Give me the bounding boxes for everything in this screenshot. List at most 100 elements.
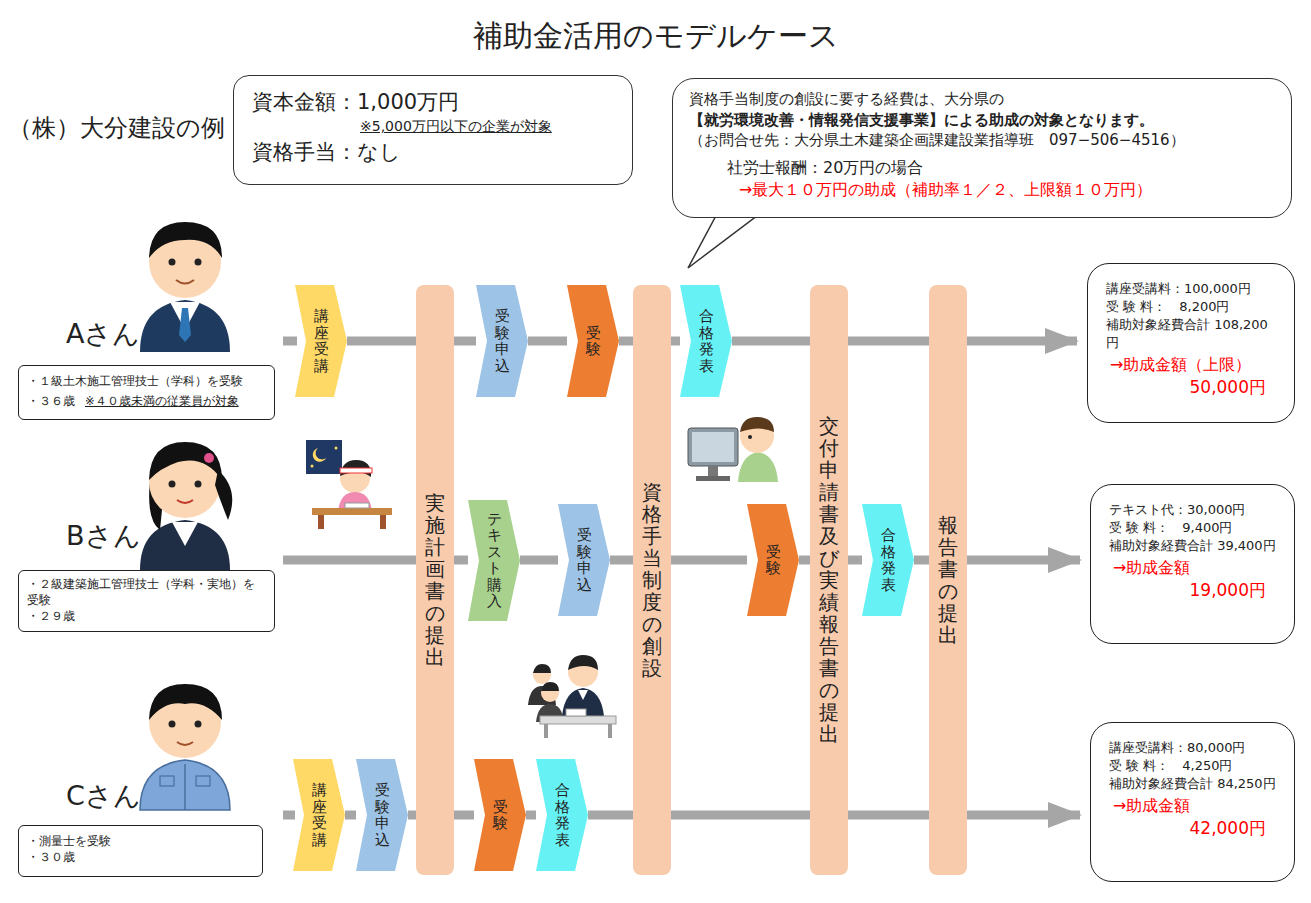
box-text: 資本金額：1,000万円 xyxy=(252,88,614,117)
box-text: テキスト代：30,000円 xyxy=(1109,501,1280,519)
flow-arrow xyxy=(408,811,416,820)
step-chevron: 合格発表 xyxy=(862,504,914,616)
flow-arrow xyxy=(671,337,680,346)
exam-illustration xyxy=(528,655,616,738)
plan-submission-band: 実施計画書の提出 xyxy=(416,285,454,875)
step-text: 講座受講 xyxy=(312,782,327,848)
step-chevron: 受験申込 xyxy=(476,285,528,397)
diagram-title: 補助金活用のモデルケース xyxy=(0,16,1311,57)
box-text: ※４０歳未満の従業員が対象 xyxy=(85,394,239,408)
flow-arrow xyxy=(848,811,929,820)
person-c-figure xyxy=(140,684,230,810)
flow-arrow xyxy=(967,337,1077,346)
box-text: ※5,000万円以下の企業が対象 xyxy=(360,117,614,136)
flow-arrow xyxy=(345,811,356,820)
flow-arrow xyxy=(347,337,416,346)
person-b-figure xyxy=(140,442,232,570)
box-text: ・測量士を受験 xyxy=(27,834,254,850)
step-text: 合格発表 xyxy=(881,527,896,593)
result-box: 講座受講料：80,000円受 験 料： 4,250円補助対象経費合計 84,25… xyxy=(1090,722,1295,882)
person-info-box: ・２級建築施工管理技士（学科・実地）を受験・２９歳 xyxy=(18,570,275,632)
box-text: 補助対象経費合計 84,250円 xyxy=(1109,775,1280,793)
flow-arrow xyxy=(526,811,536,820)
box-text: ・３６歳 xyxy=(27,394,75,408)
step-chevron: 合格発表 xyxy=(680,285,732,397)
step-text: 実施計画書の提出 xyxy=(425,492,445,668)
box-text: →助成金額 xyxy=(1113,795,1280,817)
box-text: 講座受講料：80,000円 xyxy=(1109,739,1280,757)
step-text: 交付申請書及び実績報告書の提出 xyxy=(819,415,839,745)
box-text: 受 験 料： 8,200円 xyxy=(1106,298,1280,316)
flow-arrow xyxy=(588,811,633,820)
box-text: →助成金額（上限） xyxy=(1110,354,1280,376)
box-text: ・２９歳 xyxy=(27,609,266,625)
result-box: テキスト代：30,000円受 験 料： 9,400円補助対象経費合計 39,40… xyxy=(1090,484,1295,644)
company-label: （株）大分建設の例 xyxy=(8,112,225,144)
step-text: 合格発表 xyxy=(555,782,570,848)
box-text: 42,000円 xyxy=(1109,817,1266,840)
box-text: 補助対象経費合計 108,200円 xyxy=(1106,316,1280,352)
flow-arrow xyxy=(520,556,558,565)
step-chevron: テキスト購入 xyxy=(468,500,520,621)
step-text: 受験申込 xyxy=(577,527,592,593)
computer-illustration xyxy=(688,417,778,482)
step-chevron: 受験申込 xyxy=(558,504,610,616)
step-text: 受験 xyxy=(586,325,601,358)
flow-arrow xyxy=(671,811,810,820)
box-text: 社労士報酬：20万円の場合 xyxy=(727,157,1275,179)
flow-arrow xyxy=(671,556,747,565)
report-band: 報告書の提出 xyxy=(929,285,967,875)
step-chevron: 講座受講 xyxy=(293,759,345,871)
person-a-figure xyxy=(140,222,230,352)
callout-bubble: 資格手当制度の創設に要する経費は、大分県の【就労環境改善・情報発信支援事業】によ… xyxy=(672,78,1292,218)
step-text: 報告書の提出 xyxy=(938,514,958,646)
step-text: 資格手当制度の創設 xyxy=(642,481,662,679)
person-name: Bさん xyxy=(66,518,141,554)
step-text: 合格発表 xyxy=(699,308,714,374)
step-chevron: 受験 xyxy=(567,285,619,397)
box-text: 【就労環境改善・情報発信支援事業】による助成の対象となります。 xyxy=(689,110,1275,131)
box-text: 資格手当制度の創設に要する経費は、大分県の xyxy=(689,89,1275,110)
box-text: 50,000円 xyxy=(1106,376,1266,399)
allowance-creation-band: 資格手当制度の創設 xyxy=(633,285,671,875)
box-text: 補助対象経費合計 39,400円 xyxy=(1109,537,1280,555)
person-info-box: ・測量士を受験・３０歳 xyxy=(18,825,263,877)
person-name: Cさん xyxy=(66,778,141,814)
box-text: ・３０歳 xyxy=(27,850,254,866)
result-box: 講座受講料：100,000円受 験 料： 8,200円補助対象経費合計 108,… xyxy=(1087,263,1295,423)
step-chevron: 受験申込 xyxy=(356,759,408,871)
step-text: 受験 xyxy=(766,544,781,577)
flow-arrow xyxy=(799,556,810,565)
application-band: 交付申請書及び実績報告書の提出 xyxy=(810,285,848,875)
company-info-box: 資本金額：1,000万円※5,000万円以下の企業が対象資格手当：なし xyxy=(233,75,633,185)
flow-arrow xyxy=(967,556,1080,565)
step-text: テキスト購入 xyxy=(487,511,502,610)
step-text: 受験申込 xyxy=(375,782,390,848)
step-chevron: 受験 xyxy=(474,759,526,871)
flow-arrow xyxy=(732,337,810,346)
step-chevron: 合格発表 xyxy=(536,759,588,871)
box-text: ・２級建築施工管理技士（学科・実地）を受験 xyxy=(27,577,266,609)
flow-arrow xyxy=(454,811,474,820)
step-text: 講座受講 xyxy=(314,308,329,374)
flow-arrow xyxy=(454,556,468,565)
flow-stub xyxy=(283,341,418,815)
box-text: 講座受講料：100,000円 xyxy=(1106,280,1280,298)
flow-arrow xyxy=(967,811,1080,820)
box-text: →最大１０万円の助成（補助率１／２、上限額１０万円） xyxy=(739,179,1275,201)
flow-arrow xyxy=(610,556,633,565)
box-text: 受 験 料： 4,250円 xyxy=(1109,757,1280,775)
flow-arrow xyxy=(848,337,929,346)
step-text: 受験 xyxy=(493,799,508,832)
box-text: （お問合せ先：大分県土木建築企画課建設業指導班 097−506−4516） xyxy=(689,130,1275,151)
step-chevron: 講座受講 xyxy=(295,285,347,397)
flow-arrow xyxy=(528,337,567,346)
box-text: 19,000円 xyxy=(1109,579,1266,602)
flow-arrow xyxy=(914,556,929,565)
step-chevron: 受験 xyxy=(747,504,799,616)
box-text: 受 験 料： 9,400円 xyxy=(1109,519,1280,537)
box-text: 資格手当：なし xyxy=(252,138,614,167)
box-text: ・１級土木施工管理技士（学科）を受験 xyxy=(27,374,266,390)
flow-arrow xyxy=(619,337,633,346)
callout-tail xyxy=(688,212,762,268)
